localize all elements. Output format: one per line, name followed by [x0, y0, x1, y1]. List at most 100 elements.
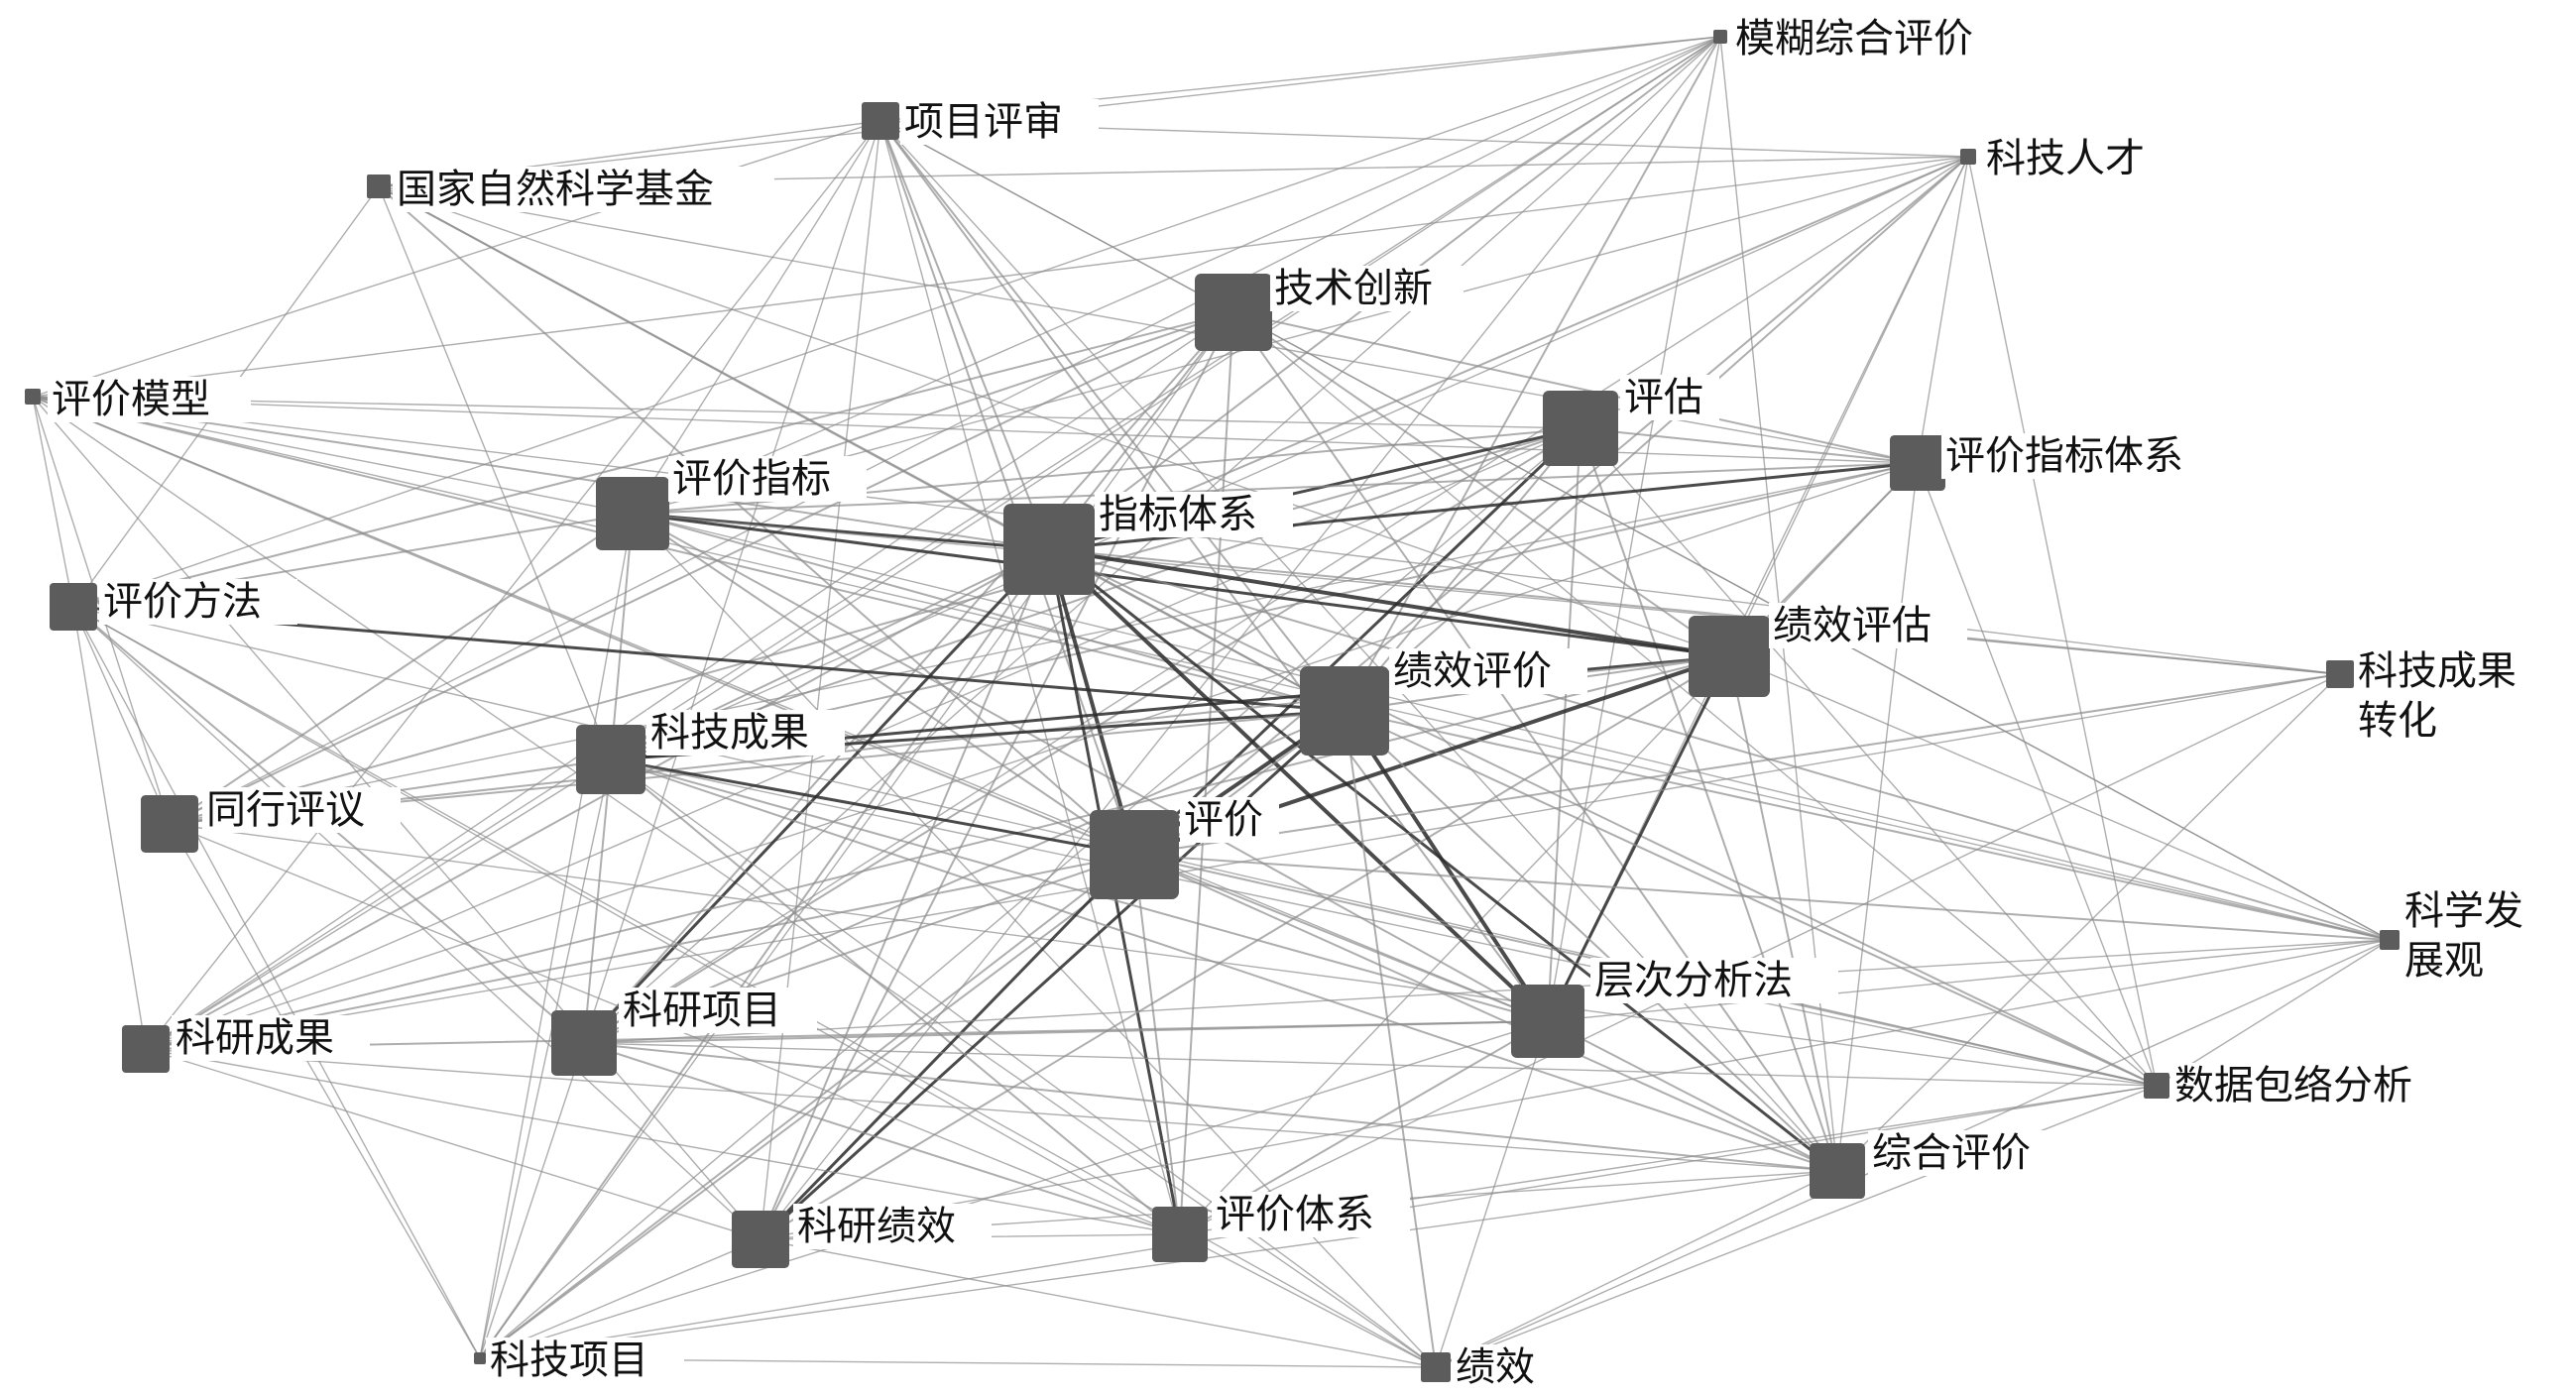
label-background: [646, 710, 845, 756]
node-marker: [1810, 1143, 1865, 1199]
node-shuju_baoluo: 数据包络分析: [2144, 1063, 2468, 1108]
edge-jishu_chuangxin-keji_xiangmu: [479, 311, 1234, 1359]
label-background: [1982, 136, 2175, 181]
node-label-line: 绩效评估: [1773, 603, 1932, 648]
edge-pingjia_moxing-jixiao_pingjia: [32, 396, 1346, 712]
edge-keji_rencai-pingjia: [1133, 156, 1969, 856]
edge-xiangmu_pingshen-pingjia_tixi: [879, 120, 1181, 1235]
node-zonghe_pingjia: 综合评价: [1810, 1130, 2066, 1199]
edge-pinggu-pingjia_zhibiao_tixi: [1580, 427, 1919, 464]
node-pingjia_tixi: 评价体系: [1152, 1192, 1410, 1262]
node-label-line: 绩效: [1456, 1344, 1535, 1390]
edge-zhibiao_tixi-keyan_jixiao: [760, 548, 1050, 1240]
edge-keji_chengguo-pingjia: [609, 757, 1136, 857]
node-label: 科研绩效: [797, 1204, 956, 1249]
edge-keji_rencai-pingjia_moxing: [32, 156, 1969, 398]
edge-pingjia_fangfa-keji_xiangmu: [72, 606, 481, 1359]
node-marker: [367, 175, 391, 198]
edge-jixiao_pinggu-keyan_jixiao: [760, 655, 1730, 1240]
edge-zhibiao_tixi-keji_chengguo_zhuanhua: [1048, 548, 2341, 675]
edge-kexue_fazhanguan-cengci_fenxi: [1547, 939, 2391, 1022]
edge-pinggu-jixiao_pingjia: [1344, 427, 1581, 712]
node-keyan_xiangmu: 科研项目: [551, 988, 817, 1076]
edge-pingjia_zhibiao-keji_chengguo: [610, 513, 634, 760]
edge-pingjia_zhibiao_tixi-keyan_chengguo: [145, 462, 1919, 1050]
node-label: 综合评价: [1872, 1130, 2031, 1176]
label-background: [619, 988, 817, 1033]
label-background: [1212, 1192, 1410, 1237]
edge-pinggu-tonghang_pingyi: [169, 427, 1581, 825]
edge-jixiao_pingjia-shuju_baoluo: [1344, 710, 2158, 1087]
edge-keji_rencai-pingjia_zhibiao: [632, 156, 1969, 515]
edge-keji_chengguo_zhuanhua-zonghe_pingjia: [1836, 673, 2341, 1172]
edge-keji_rencai-pingjia_zhibiao_tixi: [1917, 156, 1969, 464]
node-label-line: 数据包络分析: [2174, 1063, 2412, 1108]
edge-jixiao_pinggu-kexue_fazhanguan: [1728, 655, 2391, 941]
edge-xiangmu_pingshen-keyan_jixiao: [760, 120, 881, 1240]
node-marker: [1090, 810, 1179, 899]
node-label-line: 评价: [1184, 797, 1263, 843]
node-label: 技术创新: [1274, 266, 1433, 311]
node-label: 评价方法: [103, 579, 262, 625]
label-background: [2354, 648, 2552, 740]
node-label: 科研项目: [623, 988, 781, 1033]
node-label-line: 国家自然科学基金: [397, 167, 714, 212]
edge-jishu_chuangxin-jixiao_pinggu: [1232, 311, 1730, 657]
node-marker: [474, 1352, 486, 1364]
label-background: [1620, 375, 1719, 420]
node-label: 评估: [1624, 375, 1703, 420]
node-label-line: 指标体系: [1099, 492, 1257, 537]
node-marker: [1003, 504, 1095, 595]
node-marker: [596, 477, 669, 550]
edge-mohu-jixiao_pingjia: [1344, 36, 1721, 712]
edge-guojia_ziran-keji_chengguo: [378, 185, 612, 760]
edge-pinggu-pingjia_moxing: [32, 396, 1581, 429]
node-keji_xiangmu: 科技项目: [474, 1338, 684, 1383]
label-background: [172, 1015, 370, 1061]
edge-jixiao_pingjia-zonghe_pingjia: [1344, 710, 1838, 1172]
edge-guojia_ziran-jixiao_pinggu: [378, 185, 1730, 657]
edge-pinggu-shuju_baoluo: [1580, 427, 2158, 1087]
node-keyan_chengguo: 科研成果: [122, 1015, 370, 1073]
edge-pingjia_moxing-pingjia_fangfa: [32, 396, 74, 608]
node-marker: [732, 1211, 789, 1268]
node-marker: [1195, 274, 1272, 351]
node-pingjia_fangfa: 评价方法: [50, 579, 297, 631]
node-marker: [576, 725, 645, 794]
edge-keji_rencai-shuju_baoluo: [1967, 156, 2158, 1087]
edge-mohu-cengci_fenxi: [1547, 36, 1721, 1022]
edge-keji_chengguo-keyan_xiangmu: [583, 758, 612, 1044]
node-marker: [1511, 985, 1584, 1058]
node-pingjia_moxing: 评价模型: [25, 377, 251, 422]
node-label-line: 评价指标体系: [1945, 433, 2183, 479]
node-label: 科技成果: [650, 710, 809, 756]
label-background: [1941, 433, 2239, 479]
edge-pingjia_tixi-jixiao: [1179, 1233, 1437, 1368]
edge-keji_rencai-keyan_xiangmu: [583, 156, 1969, 1044]
edge-keji_chengguo_zhuanhua-pingjia: [1133, 673, 2341, 856]
node-keji_chengguo_zhuanhua: 科技成果转化: [2326, 648, 2552, 744]
node-pinggu: 评估: [1543, 375, 1719, 466]
edge-xiangmu_pingshen-pingjia: [879, 120, 1135, 856]
label-background: [1389, 648, 1587, 694]
node-label: 科技人才: [1986, 136, 2145, 181]
node-keji_rencai: 科技人才: [1960, 136, 2175, 181]
edge-pingjia_zhibiao_tixi-shuju_baoluo: [1917, 462, 2158, 1087]
label-background: [1095, 492, 1293, 537]
edge-xiangmu_pingshen-pingjia_moxing: [32, 120, 881, 398]
node-marker: [862, 102, 899, 140]
label-background: [1731, 16, 2004, 61]
node-marker: [25, 389, 41, 405]
node-label-line: 科学发: [2404, 888, 2523, 934]
label-background: [2170, 1063, 2468, 1108]
node-jixiao_pinggu: 绩效评估: [1689, 603, 1967, 697]
edge-keyan_chengguo-zonghe_pingjia: [145, 1048, 1838, 1172]
edge-tonghang_pingyi-shuju_baoluo: [169, 823, 2158, 1087]
label-background: [99, 579, 297, 625]
edge-keji_chengguo_zhuanhua-pingjia_tixi: [1179, 673, 2341, 1235]
edge-jishu_chuangxin-zonghe_pingjia: [1232, 311, 1838, 1172]
node-tonghang_pingyi: 同行评议: [141, 787, 401, 853]
node-label-line: 评价方法: [103, 579, 262, 625]
node-xiangmu_pingshen: 项目评审: [862, 99, 1099, 145]
edge-jishu_chuangxin-shuju_baoluo: [1232, 311, 2158, 1087]
